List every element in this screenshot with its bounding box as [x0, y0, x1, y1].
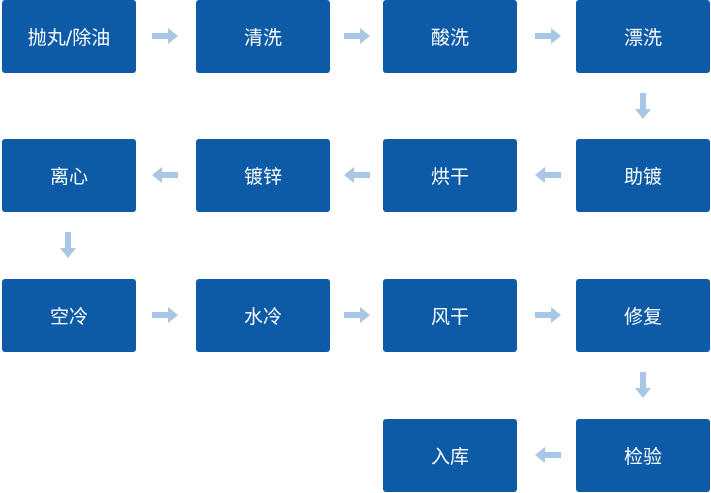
arrow-right-icon [344, 28, 370, 44]
arrow-right-icon [344, 307, 370, 323]
arrow-right-icon [535, 307, 561, 323]
step-label: 风干 [430, 306, 469, 328]
arrow-left-icon [535, 447, 561, 463]
step-water-cooling: 水冷 [196, 279, 330, 352]
step-label: 漂洗 [623, 27, 662, 49]
step-label: 入库 [430, 446, 469, 468]
arrow-down-icon [635, 93, 651, 119]
step-inspection: 检验 [576, 419, 710, 492]
arrow-right-icon [152, 28, 178, 44]
arrow-right-icon [535, 28, 561, 44]
step-warehousing: 入库 [383, 419, 517, 492]
step-galvanizing: 镀锌 [196, 139, 330, 212]
step-label: 抛丸/除油 [27, 27, 111, 49]
step-shot-blasting-degreasing: 抛丸/除油 [2, 0, 136, 73]
step-label: 离心 [49, 166, 88, 188]
step-label: 烘干 [430, 166, 469, 188]
arrow-left-icon [152, 167, 178, 183]
step-label: 酸洗 [430, 27, 469, 49]
arrow-down-icon [635, 372, 651, 398]
step-centrifuging: 离心 [2, 139, 136, 212]
step-label: 镀锌 [243, 166, 282, 188]
step-label: 清洗 [243, 27, 282, 49]
step-label: 检验 [623, 446, 662, 468]
step-label: 助镀 [623, 166, 662, 188]
step-air-drying: 风干 [383, 279, 517, 352]
arrow-left-icon [344, 167, 370, 183]
arrow-down-icon [60, 232, 76, 258]
step-label: 水冷 [243, 306, 282, 328]
step-repair: 修复 [576, 279, 710, 352]
arrow-right-icon [152, 307, 178, 323]
step-air-cooling: 空冷 [2, 279, 136, 352]
step-label: 修复 [623, 306, 662, 328]
step-fluxing: 助镀 [576, 139, 710, 212]
step-rinsing: 漂洗 [576, 0, 710, 73]
step-label: 空冷 [49, 306, 88, 328]
step-pickling: 酸洗 [383, 0, 517, 73]
arrow-left-icon [535, 167, 561, 183]
step-cleaning: 清洗 [196, 0, 330, 73]
step-drying: 烘干 [383, 139, 517, 212]
